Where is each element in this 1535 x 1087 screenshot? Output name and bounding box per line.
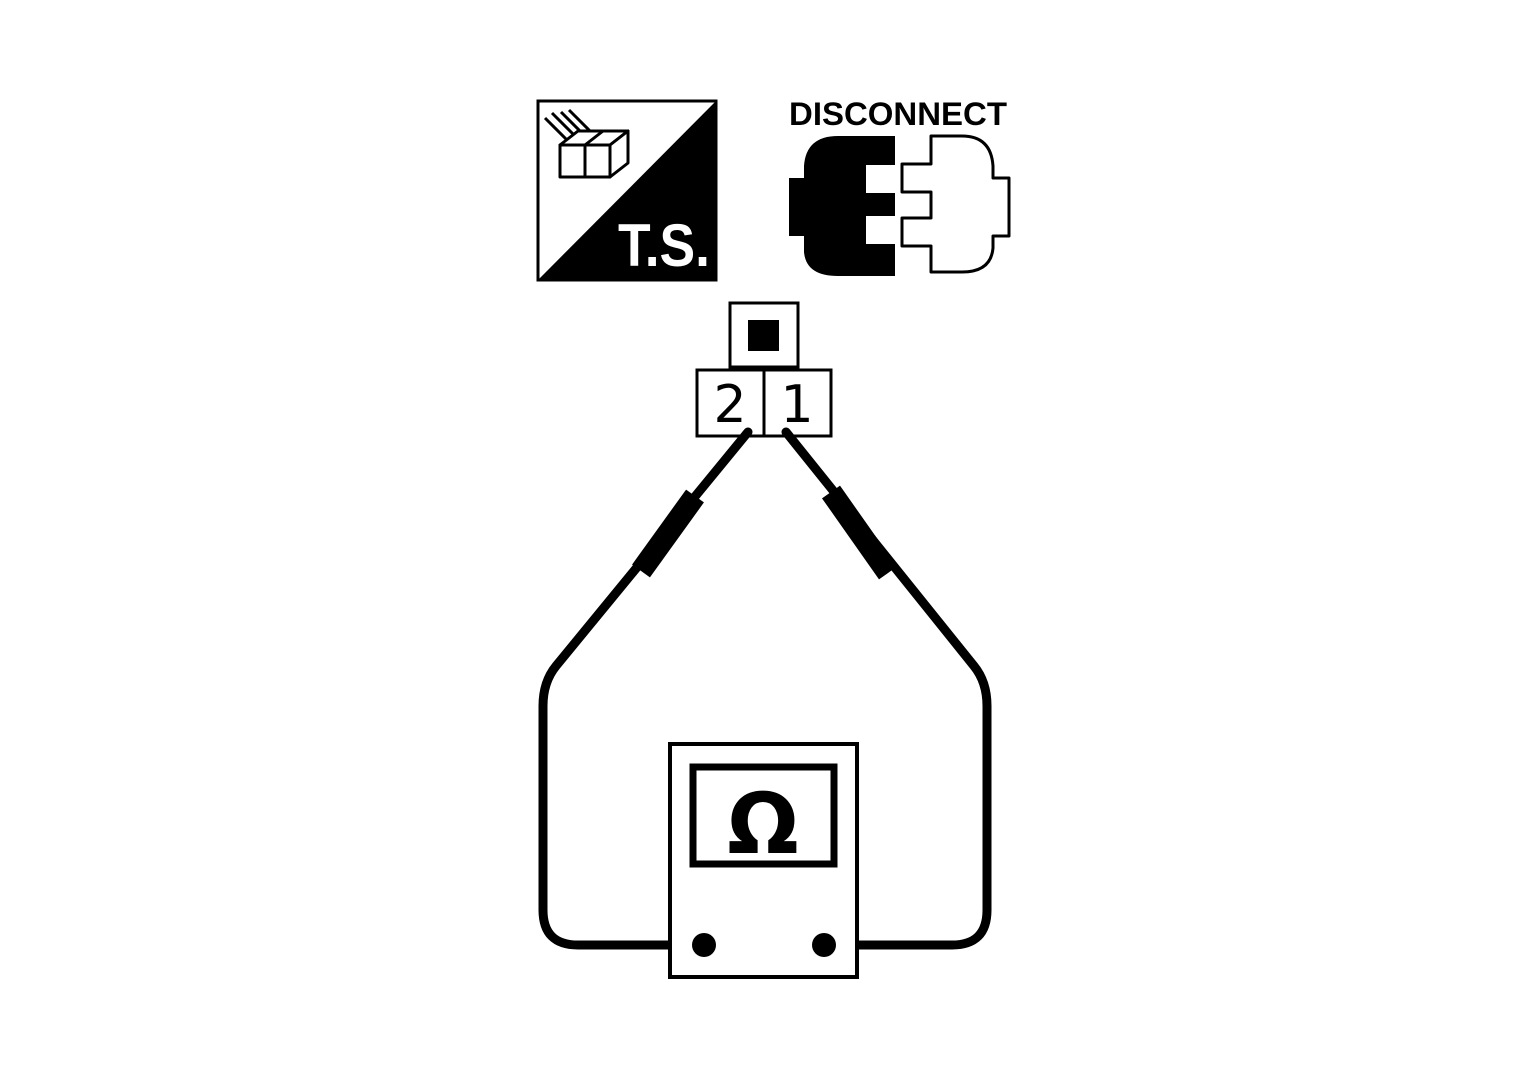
ohmmeter-display <box>689 763 838 868</box>
disconnect-label: DISCONNECT <box>789 96 1007 132</box>
right-probe-sleeve <box>822 485 897 580</box>
pin-1-label: 1 <box>780 375 813 435</box>
pin-2-cell <box>695 368 766 438</box>
meter-terminal-negative <box>692 933 716 957</box>
test-leads <box>538 427 992 950</box>
left-lead-wire <box>538 427 753 950</box>
ts-label: T.S. <box>618 212 710 279</box>
meter-terminal-positive <box>812 933 836 957</box>
connector-pictogram-icon <box>543 108 630 179</box>
ohmmeter: Ω <box>668 742 859 979</box>
disconnect-badge: DISCONNECT <box>789 96 1011 276</box>
ts-badge: T.S. <box>536 99 718 282</box>
ohm-symbol: Ω <box>727 775 798 873</box>
unplugged-connector-icon <box>789 134 1011 276</box>
right-lead-wire <box>781 427 992 950</box>
left-probe-sleeve <box>632 489 704 578</box>
connector-face: 2 1 <box>695 301 833 438</box>
connector-lock-tab <box>748 320 779 351</box>
pin-1-cell <box>762 368 833 438</box>
pin-2-label: 2 <box>713 375 746 435</box>
